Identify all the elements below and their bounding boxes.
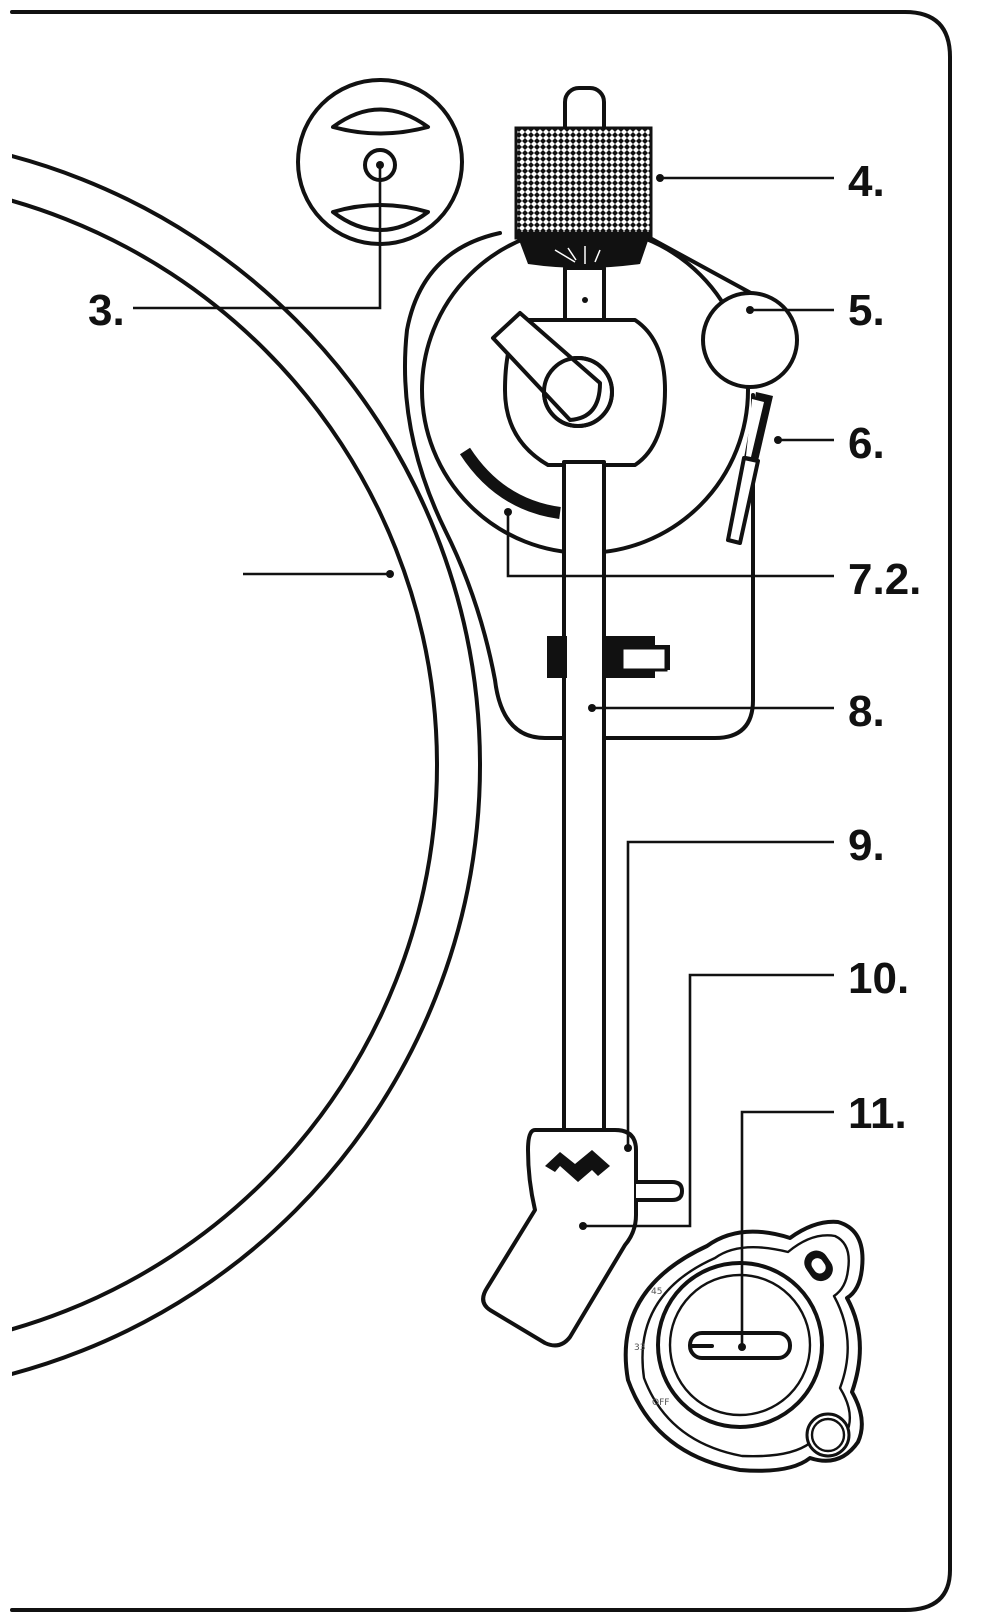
arm-clip: [547, 636, 670, 678]
callout-8-label: 8.: [848, 687, 885, 736]
anti-skate-arc: [459, 447, 561, 519]
callout-3-label: 3.: [88, 286, 125, 335]
cue-lever-knob: [701, 291, 799, 389]
callout-9-label: 9.: [848, 821, 885, 870]
counterweight: [514, 126, 653, 268]
platter-inner-ring: [12, 198, 439, 1332]
speed-mark-45: 45: [651, 1287, 662, 1297]
speed-mark-off: OFF: [652, 1398, 669, 1408]
callout-7-2-label: 7.2.: [848, 555, 921, 604]
brand-logo-icon: [545, 1150, 610, 1182]
callout-6-label: 6.: [848, 419, 885, 468]
plinth-outline: [10, 10, 952, 1612]
callout-11-label: 11.: [848, 1089, 907, 1138]
callout-5-label: 5.: [848, 286, 885, 335]
speed-selector-pin-icon: [804, 1250, 833, 1282]
adapter-holder: [296, 78, 464, 246]
tonearm-base-plate: [403, 231, 755, 740]
platter-outer-ring: [12, 154, 482, 1376]
callout-11-leader: [740, 1110, 834, 1347]
callout-9-leader: [626, 840, 834, 1148]
callout-10-leader: [583, 973, 834, 1228]
speed-mark-33: 33: [634, 1343, 645, 1353]
speed-selector-screw: [805, 1412, 851, 1458]
tonearm-tube: [562, 460, 606, 1134]
finger-lift: [636, 1180, 684, 1202]
pivot-lever: [491, 311, 602, 422]
platter-leader-dot: [386, 570, 394, 578]
callout-7-2-leader: [506, 512, 834, 578]
callout-10-label: 10.: [848, 954, 909, 1003]
speed-selector: 45 33 OFF: [623, 1219, 865, 1473]
headshell: [481, 1128, 638, 1348]
callout-4-label: 4.: [848, 157, 885, 206]
cue-lever: [726, 392, 773, 545]
platter: [12, 154, 482, 1376]
callout-3-leader: [133, 165, 382, 310]
